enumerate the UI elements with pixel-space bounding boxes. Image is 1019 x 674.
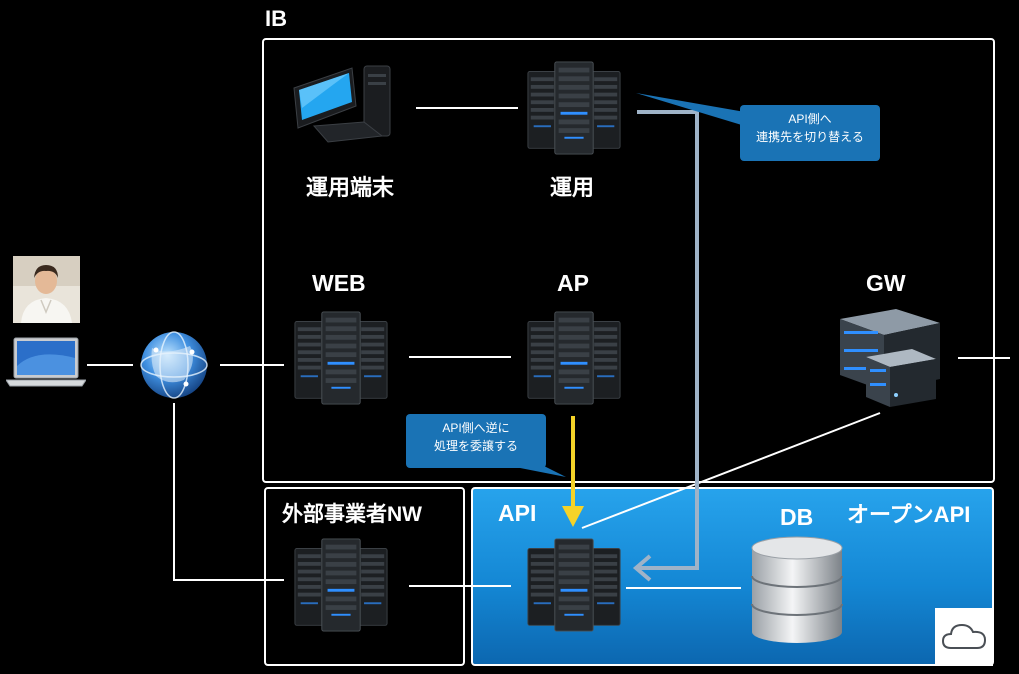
node-label-api: API xyxy=(498,500,537,526)
callout-switch-line2: 連携先を切り替える xyxy=(756,130,864,144)
callout-delegate-line2: 処理を委譲する xyxy=(433,439,518,453)
zone-external-nw xyxy=(264,487,465,666)
node-label-gw: GW xyxy=(866,270,906,296)
zone-label-ib: IB xyxy=(265,6,287,31)
internet-globe-icon xyxy=(140,331,208,399)
external-server-icon xyxy=(291,537,391,633)
gateway-server-icon xyxy=(840,309,940,407)
ops-terminal-icon xyxy=(293,65,391,143)
callout-switch-to-api: API側へ 連携先を切り替える xyxy=(740,105,880,161)
database-icon xyxy=(751,536,843,643)
ap-server-icon xyxy=(524,310,624,406)
zone-label-open-api: オープンAPI xyxy=(847,502,971,527)
callout-switch-line1: API側へ xyxy=(788,112,832,126)
user-photo-icon xyxy=(13,256,80,323)
node-label-terminal: 運用端末 xyxy=(306,175,395,200)
callout-delegate-to-api: API側へ逆に 処理を委譲する xyxy=(406,414,546,468)
api-server-icon xyxy=(524,537,624,633)
ops-server-icon xyxy=(524,60,624,156)
node-label-db: DB xyxy=(780,504,814,530)
web-server-icon xyxy=(291,310,391,406)
node-label-ops: 運用 xyxy=(550,175,595,200)
callout-delegate-line1: API側へ逆に xyxy=(442,421,510,435)
node-label-ap: AP xyxy=(557,270,589,296)
zone-label-external-nw: 外部事業者NW xyxy=(282,503,422,526)
cloud-icon xyxy=(941,623,987,649)
laptop-icon xyxy=(6,337,86,387)
zone-ib xyxy=(262,38,995,483)
node-label-web: WEB xyxy=(312,270,366,296)
cloud-badge xyxy=(935,608,993,666)
